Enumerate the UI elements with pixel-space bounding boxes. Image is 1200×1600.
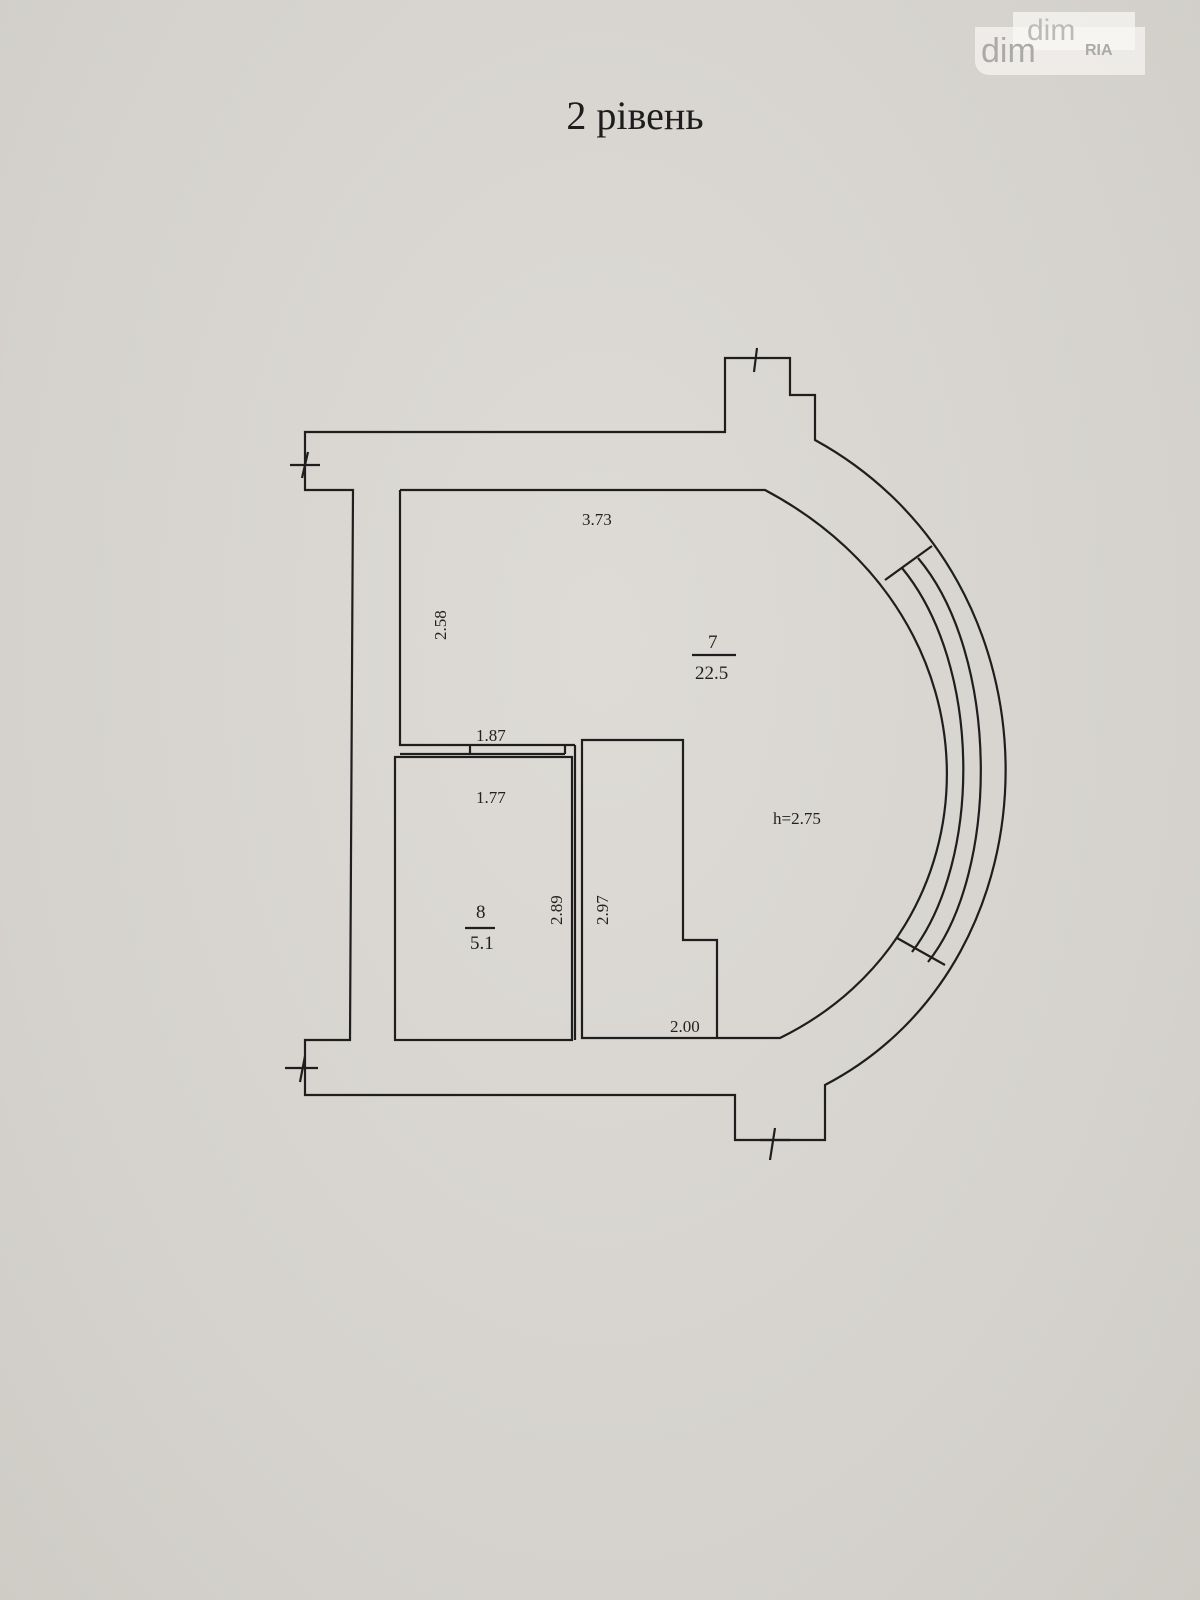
dim-left: 2.58 (431, 610, 450, 640)
break-mark-top (752, 347, 759, 373)
dim-top: 3.73 (582, 510, 612, 529)
room-7-area: 22.5 (695, 663, 728, 684)
window-jamb (884, 545, 946, 966)
room-8-outline (393, 755, 574, 1042)
room-8-number: 8 (476, 902, 486, 923)
window-arc (901, 557, 982, 963)
dim-partition-top: 1.87 (476, 726, 506, 745)
dim-room8-top: 1.77 (476, 788, 506, 807)
dim-closet-left: 2.97 (593, 895, 612, 925)
room-7-outline (398, 488, 948, 1040)
dim-closet-bottom: 2.00 (670, 1017, 700, 1036)
break-mark-bottom (760, 1127, 790, 1161)
room-8-area: 5.1 (470, 933, 494, 954)
room-7-number: 7 (708, 632, 718, 653)
dim-room8-right: 2.89 (547, 895, 566, 925)
plan-title: 2 рівень (566, 93, 704, 138)
ceiling-height: h=2.75 (773, 809, 821, 828)
watermark-logo: dim dim RIA (975, 12, 1150, 75)
partition-wall (400, 745, 567, 756)
outer-wall (303, 356, 1007, 1142)
break-mark-left-bottom (285, 1055, 318, 1083)
break-mark-left-top (290, 451, 320, 479)
watermark-brand: RIA (1085, 42, 1113, 59)
watermark-text: dim (981, 32, 1036, 70)
